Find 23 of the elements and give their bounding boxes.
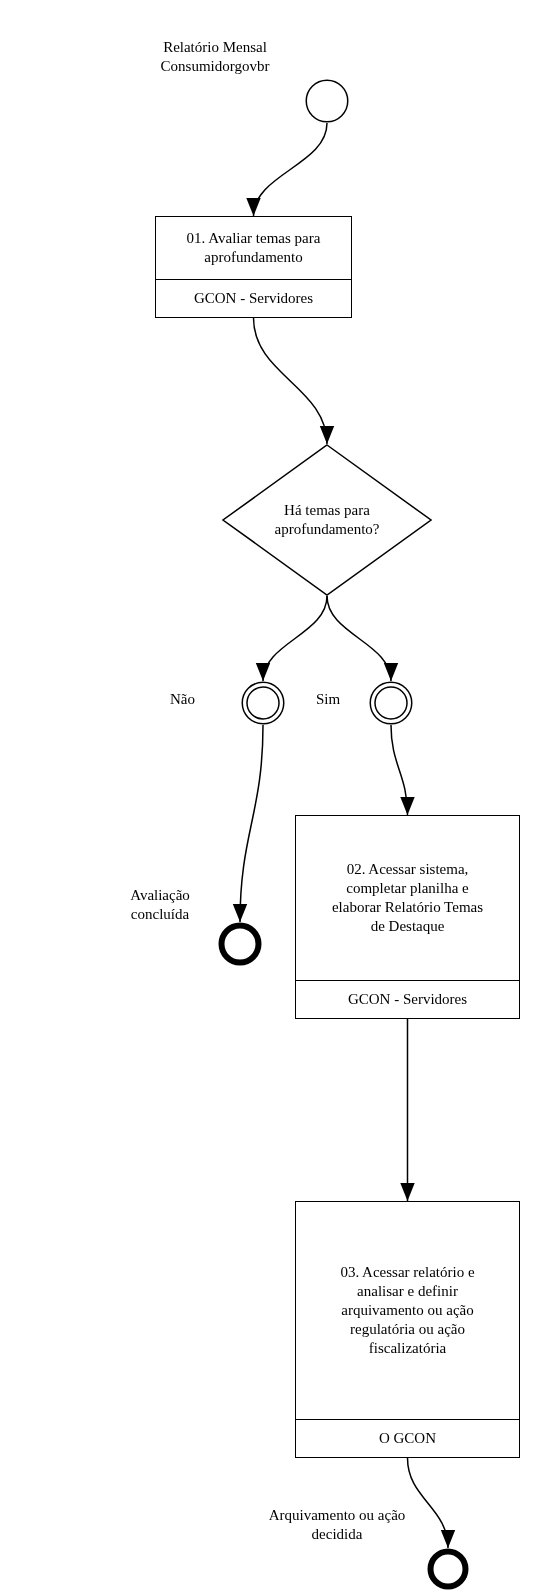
task-title: 01. Avaliar temas para aprofundamento (185, 229, 322, 267)
task-box (155, 216, 352, 318)
edge-label: Sim (314, 692, 343, 707)
arrow (390, 724, 415, 816)
role-label: GCON - Servidores (296, 980, 519, 1018)
task-box (295, 815, 520, 1019)
task-box (295, 1201, 520, 1458)
arrow (406, 1457, 454, 1549)
role-label: O GCON (296, 1419, 519, 1457)
arrow (252, 317, 333, 445)
arrow (326, 595, 396, 682)
event-label: Relatório Mensal Consumidorgovbr (159, 38, 271, 76)
decision-label: Há temas para aprofundamento? (273, 501, 381, 539)
event-label: Arquivamento ou ação decidida (267, 1506, 407, 1544)
arrow (400, 1018, 415, 1202)
edge-label: Não (168, 692, 197, 707)
task-title: 03. Acessar relatório e analisar e definir arquivamento ou ação regulatória ou ação fiscalizatória (339, 1263, 476, 1358)
event-label: Avaliação concluída (129, 886, 191, 924)
decision-diamond (222, 444, 432, 596)
arrow (249, 122, 328, 217)
arrow (233, 724, 264, 923)
task-title: 02. Acessar sistema, completar planilha e elaborar Relatório Temas de Destaque (330, 860, 485, 936)
role-label: GCON - Servidores (156, 279, 351, 317)
